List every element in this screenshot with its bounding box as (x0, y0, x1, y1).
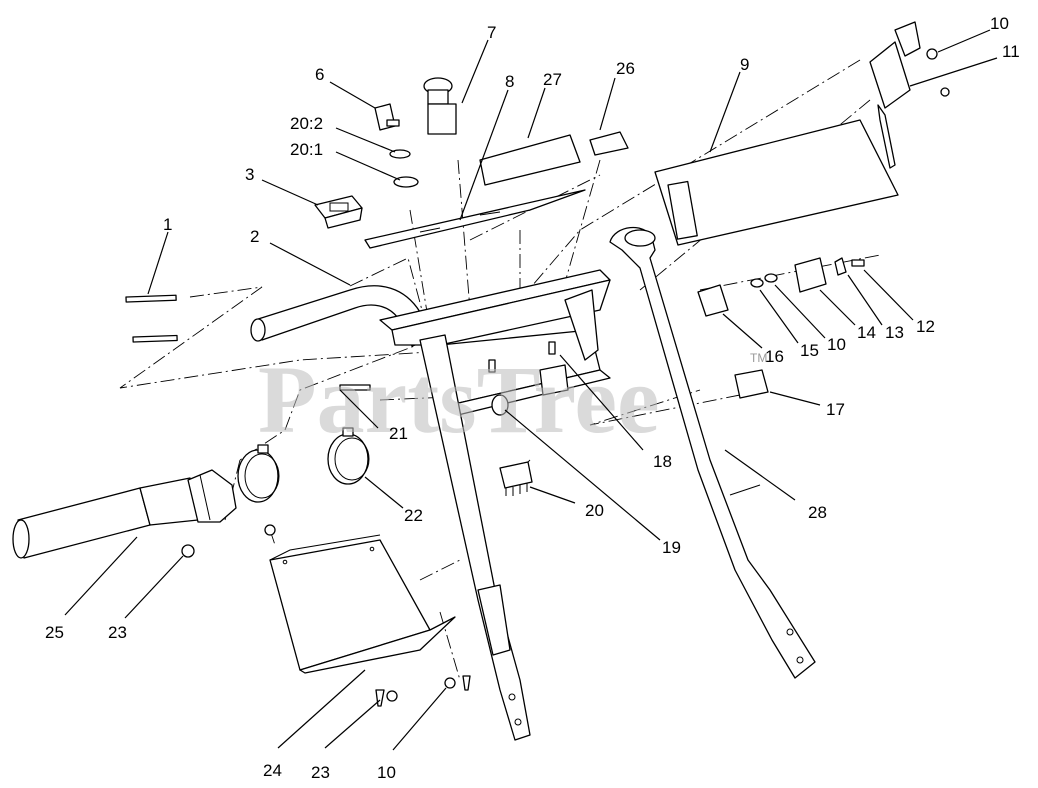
handle-left-vertical (419, 334, 531, 741)
callout-labels: 1 2 3 6 7 8 9 10 11 12 13 14 10 15 16 17… (45, 14, 1020, 782)
callout-16: 16 (765, 347, 784, 366)
callout-10-bottom: 10 (377, 763, 396, 782)
fasteners (181, 341, 556, 707)
handle-right (609, 226, 816, 679)
callout-10-mid: 10 (827, 335, 846, 354)
cover-plate (269, 534, 456, 674)
switch-3 (314, 195, 363, 229)
callout-9: 9 (740, 55, 749, 74)
callout-11: 11 (1002, 42, 1020, 61)
callout-21: 21 (389, 424, 408, 443)
leader-lines (64, 29, 998, 751)
callout-23-bottom: 23 (311, 763, 330, 782)
watermark-text: PartsTree (258, 346, 660, 453)
callout-25: 25 (45, 623, 64, 642)
throttle-assembly-11 (869, 21, 950, 169)
ignition-switch-7 (423, 77, 457, 135)
callout-6: 6 (315, 65, 324, 84)
decal-27 (479, 134, 581, 186)
main-bracket (379, 269, 611, 416)
watermark: PartsTree TM (258, 346, 767, 453)
key-6 (374, 103, 400, 131)
callout-20-1: 20:1 (290, 140, 323, 159)
callout-28: 28 (808, 503, 827, 522)
callout-8: 8 (505, 72, 514, 91)
decal-9 (654, 119, 899, 246)
watermark-tm: TM (750, 351, 767, 365)
callout-15: 15 (800, 341, 819, 360)
callout-14: 14 (857, 323, 876, 342)
callout-2: 2 (250, 227, 259, 246)
callout-13: 13 (885, 323, 904, 342)
decal-26 (589, 131, 629, 156)
relay-17 (734, 369, 769, 399)
callout-20: 20 (585, 501, 604, 520)
washers (389, 149, 419, 188)
callout-18: 18 (653, 452, 672, 471)
connectors (491, 364, 569, 496)
callout-10-top: 10 (990, 14, 1009, 33)
callout-26: 26 (616, 59, 635, 78)
callout-3: 3 (245, 165, 254, 184)
callout-1: 1 (163, 215, 172, 234)
callout-20-2: 20:2 (290, 114, 323, 133)
callout-7: 7 (487, 23, 496, 42)
callout-17: 17 (826, 400, 845, 419)
switch-hardware (697, 257, 865, 317)
muffler-tube (12, 469, 237, 559)
pins (125, 294, 178, 343)
callout-12: 12 (916, 317, 935, 336)
callout-22: 22 (404, 506, 423, 525)
callout-23-left: 23 (108, 623, 127, 642)
callout-19: 19 (662, 538, 681, 557)
callout-24: 24 (263, 761, 282, 780)
mounting-plate (364, 189, 586, 249)
callout-27: 27 (543, 70, 562, 89)
hose-clamps (237, 427, 370, 503)
